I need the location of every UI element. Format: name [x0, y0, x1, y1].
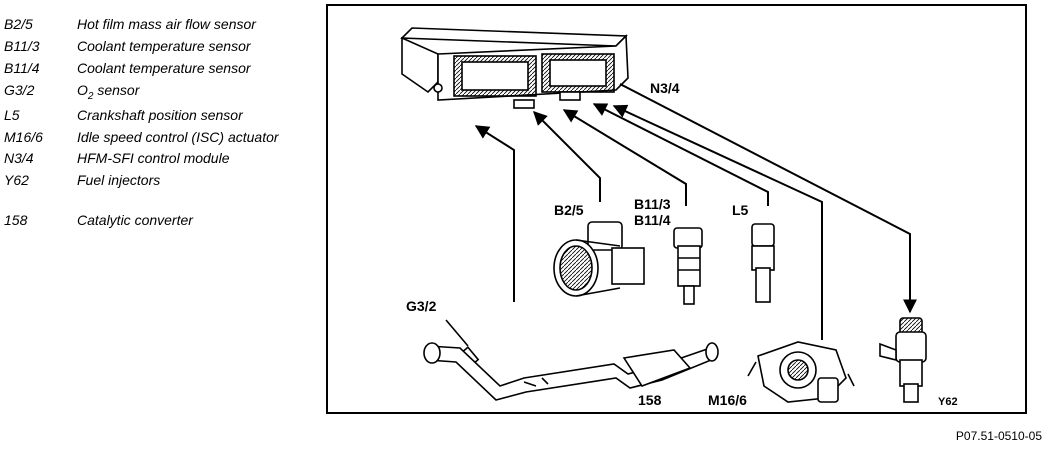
legend-desc-prefix: O: [77, 82, 88, 98]
legend-code: 158: [4, 212, 28, 228]
legend-code: L5: [4, 107, 20, 123]
coolant-temperature-sensor-b11: [673, 227, 703, 305]
label-n3-4: N3/4: [650, 80, 680, 96]
legend-desc: O2 sensor: [77, 80, 139, 107]
figure-reference: P07.51-0510-05: [955, 429, 1042, 443]
legend-desc-suffix: sensor: [93, 82, 140, 98]
label-y62: Y62: [938, 396, 958, 408]
legend-desc: Idle speed control (ISC) actuator: [77, 129, 279, 145]
crankshaft-position-sensor-l5: [751, 223, 775, 303]
idle-speed-actuator-m16-6: [747, 341, 855, 403]
legend-desc: Catalytic converter: [77, 212, 193, 228]
diagram-frame: N3/4 B2/5 B11/3 B11/4 L5 G3/2 158 M16/6 …: [326, 4, 1027, 414]
legend-desc: Fuel injectors: [77, 172, 161, 188]
legend-code: B11/4: [4, 60, 40, 76]
label-b11-4: B11/4: [634, 212, 671, 228]
legend-code: G3/2: [4, 82, 35, 98]
legend-code: B11/3: [4, 38, 40, 54]
wiring-diagram: [400, 27, 927, 403]
label-g3-2: G3/2: [406, 298, 437, 314]
legend-code: M16/6: [4, 129, 43, 145]
label-b11-3: B11/3: [634, 196, 671, 212]
legend-desc-subscript: 2: [87, 90, 94, 102]
label-l5: L5: [732, 202, 749, 218]
label-158: 158: [638, 392, 662, 408]
legend-code: N3/4: [4, 150, 34, 166]
legend-desc: Coolant temperature sensor: [77, 38, 251, 54]
label-m16-6: M16/6: [708, 392, 747, 408]
signal-lines: [474, 83, 917, 340]
legend-desc: Coolant temperature sensor: [77, 60, 251, 76]
control-module-n3-4: [400, 27, 629, 109]
exhaust-pipe-catalytic-converter-158: [423, 342, 719, 401]
legend-desc: HFM-SFI control module: [77, 150, 230, 166]
legend-desc: Hot film mass air flow sensor: [77, 16, 256, 32]
legend-desc: Crankshaft position sensor: [77, 107, 243, 123]
label-b2-5: B2/5: [554, 202, 584, 218]
legend-code: Y62: [4, 172, 29, 188]
fuel-injector-y62: [879, 317, 927, 403]
legend-code: B2/5: [4, 16, 33, 32]
mass-air-flow-sensor-b2-5: [553, 221, 645, 297]
